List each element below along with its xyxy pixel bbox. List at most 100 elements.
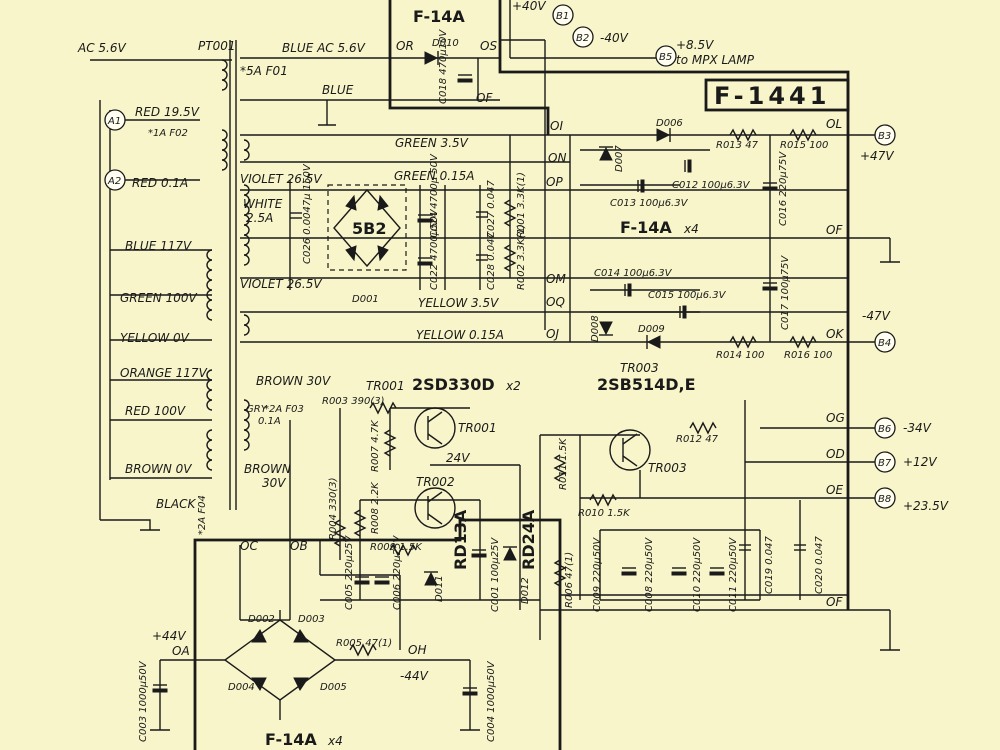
part-r004: R004 330(3)	[328, 478, 339, 540]
board-outlines	[193, 0, 850, 750]
part-r001: R001 3.3K(1)	[516, 172, 527, 238]
transformer-labels: AC 5.6V RED 19.5V RED 0.1A BLUE 117V GRE…	[77, 39, 504, 535]
label-ac56: AC 5.6V	[77, 41, 126, 55]
terminal-b4: B4	[878, 338, 891, 349]
node-of-bot: OF	[826, 595, 843, 609]
part-c013: C013 100μ6.3V	[610, 198, 689, 209]
label-green100: GREEN 100V	[120, 291, 197, 305]
part-c018: C018 470μ10V	[438, 29, 449, 104]
part-r009: R009 1.5K	[370, 542, 423, 553]
label-red195: RED 19.5V	[135, 105, 200, 119]
label-orange117: ORANGE 117V	[120, 366, 208, 380]
terminal-b6: B6	[878, 424, 891, 435]
terminal-b7: B7	[878, 458, 892, 469]
part-d003: D003	[298, 614, 325, 625]
part-r002: R002 3.3K(1)	[516, 224, 527, 290]
board-top-label: F-14A	[413, 7, 465, 26]
transistors	[414, 407, 651, 529]
part-r015: R015 100	[780, 140, 828, 151]
part-c017: C017 100μ75V	[780, 255, 791, 330]
node-op: OP	[546, 175, 563, 189]
label-black: BLACK	[156, 497, 197, 511]
part-labels-bottom: D002 D003 D004 D005 R005 47(1) C003 1000…	[138, 614, 497, 742]
part-c012: C012 100μ6.3V	[672, 180, 751, 191]
transformer	[90, 40, 250, 531]
label-01a: 0.1A	[258, 416, 281, 427]
node-of-top: OF	[476, 91, 493, 105]
part-c008: C008 220μ50V	[644, 537, 655, 612]
line-mpx: to MPX LAMP	[676, 53, 755, 67]
part-r005: R005 47(1)	[336, 638, 392, 649]
bridge-5b2-box	[327, 184, 407, 271]
label-brown0: BROWN 0V	[125, 462, 192, 476]
label-yellow35: YELLOW 3.5V	[418, 296, 499, 310]
part-d010: D010	[432, 38, 459, 49]
part-d012: D012	[520, 577, 531, 604]
line-plus40: +40V	[512, 0, 546, 13]
node-od: OD	[826, 447, 845, 461]
terminal-a2: A2	[107, 176, 121, 187]
terminal-b2: B2	[576, 33, 589, 44]
part-24v: 24V	[446, 451, 470, 465]
label-blue: BLUE	[322, 83, 354, 97]
part-c005: C005 220μ25V	[344, 535, 355, 610]
out-minus34: -34V	[903, 421, 932, 435]
part-c026: C026 0.0047μ 150V	[302, 163, 313, 264]
node-os: OS	[480, 39, 497, 53]
part-c015: C015 100μ6.3V	[648, 290, 727, 301]
node-og: OG	[826, 411, 845, 425]
label-blue-ac56: BLUE AC 5.6V	[282, 41, 366, 55]
node-or: OR	[396, 39, 414, 53]
label-white: WHITE	[243, 197, 283, 211]
node-oc: OC	[240, 539, 258, 553]
terminal-b8: B8	[878, 494, 891, 505]
out-plus235: +23.5V	[903, 499, 949, 513]
node-oi: OI	[550, 119, 563, 133]
label-green35: GREEN 3.5V	[395, 136, 469, 150]
bridge-bottom	[223, 619, 337, 701]
label-violet265-top: VIOLET 26.5V	[240, 172, 322, 186]
part-labels-right: D006 D007 R013 47 R015 100 C012 100μ6.3V…	[590, 118, 832, 361]
part-c004: C004 1000μ50V	[486, 660, 497, 742]
fuse-f01: *5A F01	[240, 64, 288, 78]
terminal-b3: B3	[878, 131, 891, 142]
bridge-label: 5B2	[352, 219, 386, 238]
part-labels-top: D010 C018 470μ10V C026 0.0047μ 150V C024…	[302, 29, 527, 305]
part-r010: R010 1.5K	[578, 508, 631, 519]
label-green015: GREEN 0.15A	[394, 169, 475, 183]
title-box	[704, 78, 850, 112]
label-25a: 2.5A	[246, 211, 273, 225]
part-r011: R011 1.5K	[558, 437, 569, 490]
part-tr003-side: TR003	[648, 461, 687, 475]
label-red01a: RED 0.1A	[132, 176, 188, 190]
part-d004: D004	[228, 682, 255, 693]
part-c001: C001 100μ25V	[490, 537, 501, 612]
part-tr001-top: TR001	[366, 379, 405, 393]
node-ob: OB	[290, 539, 308, 553]
diodes	[424, 51, 671, 586]
node-oq: OQ	[546, 295, 565, 309]
board-bottom-label: F-14A	[265, 730, 317, 749]
board-middle-label: F-14A	[620, 218, 672, 237]
part-c024: C024 4700μ 50V	[429, 153, 440, 238]
label-violet265-bot: VIOLET 26.5V	[240, 277, 322, 291]
part-r013: R013 47	[716, 140, 759, 151]
fuse-f04: *2A F04	[197, 495, 208, 535]
part-c003: C003 1000μ50V	[138, 660, 149, 742]
line-minus40: -40V	[600, 31, 629, 45]
fuse-f02: *1A F02	[148, 128, 188, 139]
part-c019: C019 0.047	[764, 535, 775, 594]
label-gry: GRY	[246, 404, 268, 415]
part-c014: C014 100μ6.3V	[594, 268, 673, 279]
node-labels: OR OS OF OI ON OP OM OQ OJ OL OF OK OG O…	[172, 39, 845, 658]
node-ol: OL	[826, 117, 842, 131]
label-30v: 30V	[262, 476, 286, 490]
part-d002: D002	[248, 614, 275, 625]
part-c010: C010 220μ50V	[692, 537, 703, 612]
part-d001: D001	[352, 294, 379, 305]
part-r007: R007 4.7K	[370, 419, 381, 472]
board-bottom-mult: x4	[327, 734, 343, 748]
part-tr002: TR002	[416, 475, 455, 489]
node-on: ON	[548, 151, 566, 165]
